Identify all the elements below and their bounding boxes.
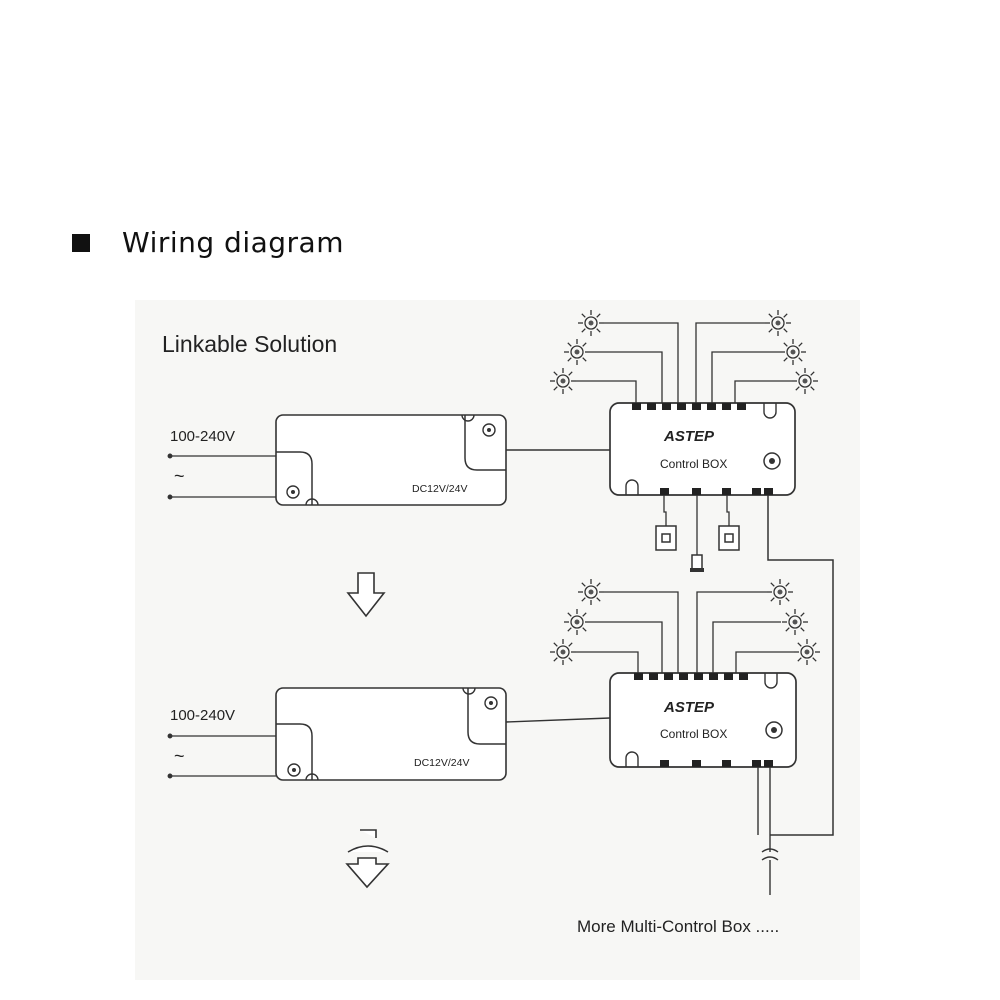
lamp-icon [563,608,591,636]
switch-icon [718,525,740,551]
lamp-icon [781,608,809,636]
sensor-icon [690,554,704,572]
lamp-icon [766,578,794,606]
dc-link-wire-2 [505,717,611,723]
voltage-input-label-2: 100-240V [170,707,235,724]
lamp-icon [549,638,577,666]
lamp-icon [577,578,605,606]
driver-2 [275,687,507,781]
control-box-1 [609,402,796,496]
brand-logo-1: ASTEP [663,428,715,445]
driver-output-label-1: DC12V/24V [412,483,467,495]
footer-note: More Multi-Control Box ..... [577,917,779,936]
lamp-icon [764,309,792,337]
continue-arrow-icon [345,829,390,889]
lamp-wires-2 [576,591,794,673]
lamp-icon [549,367,577,395]
voltage-input-label-1: 100-240V [170,428,235,445]
continuation-wires [757,767,779,895]
driver-output-label-2: DC12V/24V [414,757,469,769]
brand-logo-2: ASTEP [663,699,715,716]
down-arrow-icon [346,572,386,618]
switch-icon [655,525,677,551]
control-box-label-2: Control BOX [660,727,727,741]
control-box-2 [609,672,797,768]
control-box-label-1: Control BOX [660,457,727,471]
switch-wires-1 [663,495,730,555]
diagram-title: Linkable Solution [162,331,337,357]
driver-1 [275,414,507,506]
lamp-wires-1 [576,322,792,403]
lamp-icon [577,309,605,337]
ac-symbol-2: ~ [174,746,185,766]
lamp-icon [779,338,807,366]
lamp-icon [791,367,819,395]
section-title: Wiring diagram [122,226,344,259]
lamp-icon [793,638,821,666]
mains-wires-2 [167,733,276,779]
ac-symbol-1: ~ [174,466,185,486]
section-header: Wiring diagram [72,226,344,259]
mains-wires-1 [167,453,276,500]
square-bullet-icon [72,233,90,252]
lamp-icon [563,338,591,366]
link-bus-wire [767,495,834,836]
